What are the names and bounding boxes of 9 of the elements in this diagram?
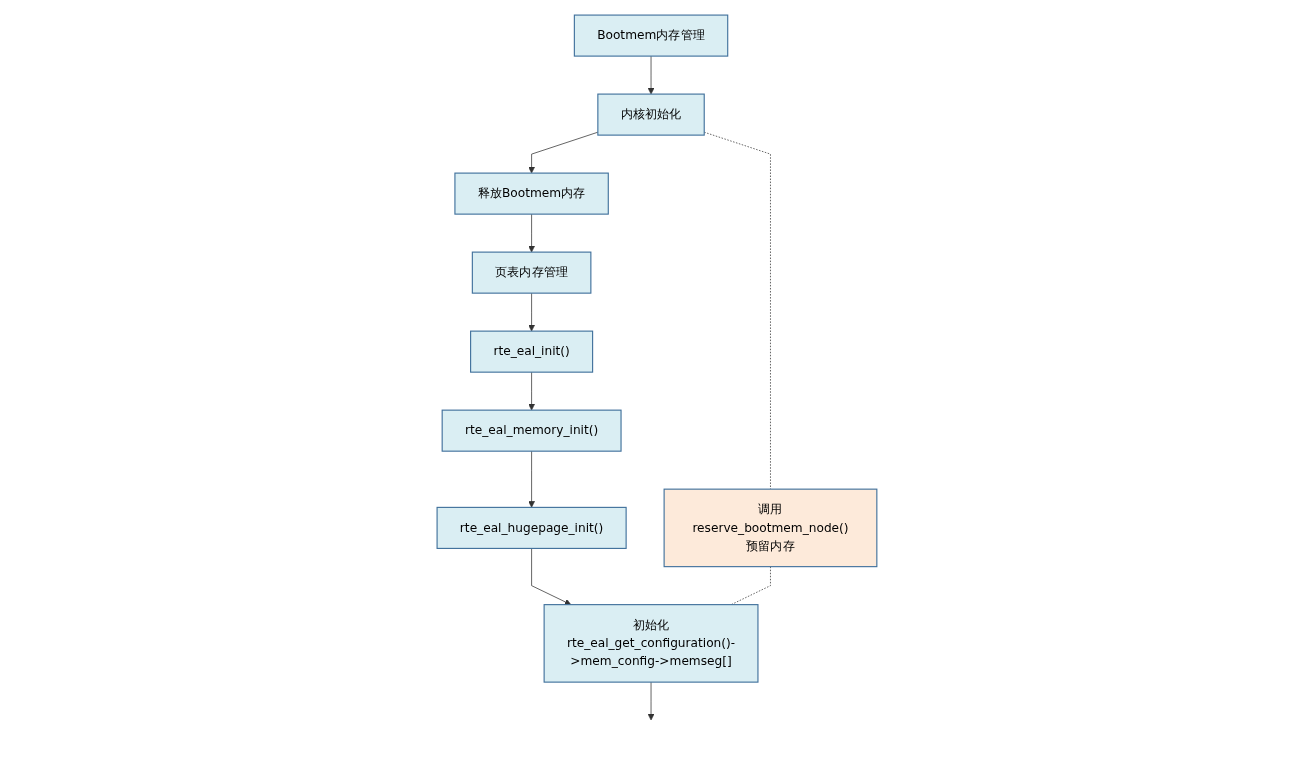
node-box: 内核初始化 xyxy=(596,93,705,136)
node-box: 调用reserve_bootmem_node()预留内存 xyxy=(663,488,877,567)
node-box: rte_eal_memory_init() xyxy=(441,409,622,452)
node-box: 初始化rte_eal_get_configuration()->mem_config->memseg[] xyxy=(543,603,759,683)
node-box: rte_eal_init() xyxy=(469,330,593,373)
node-box: 释放Bootmem内存 xyxy=(453,172,609,215)
node-box: 页表内存管理 xyxy=(471,251,591,294)
node-box: Bootmem内存管理 xyxy=(573,14,728,57)
node-box: rte_eal_hugepage_init() xyxy=(436,506,627,549)
